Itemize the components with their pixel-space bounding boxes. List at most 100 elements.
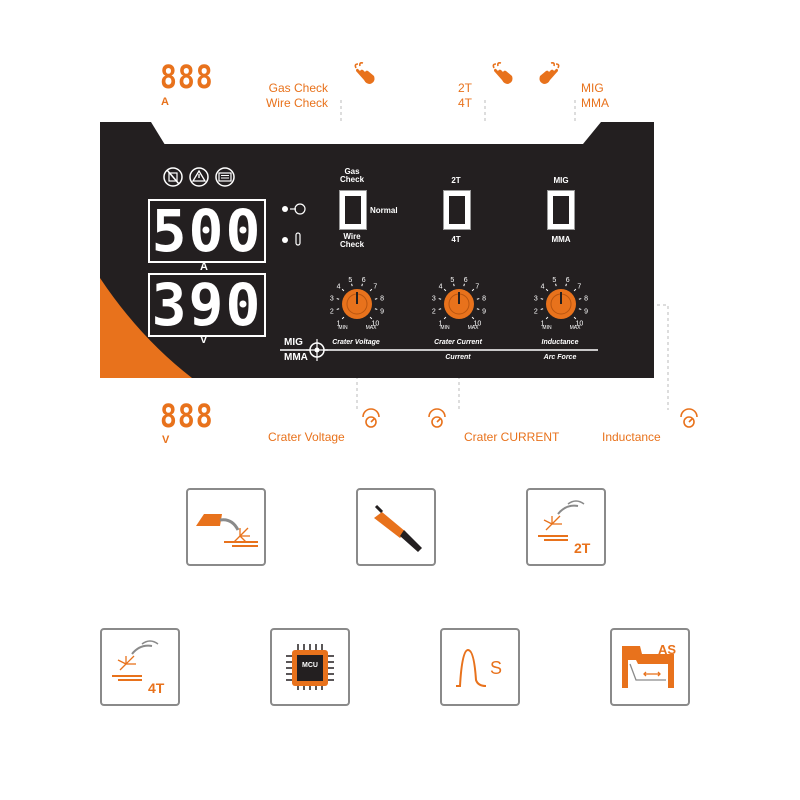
mig-callout: MIG (581, 81, 604, 95)
anti-stick-feature: AS (610, 628, 690, 706)
crater-voltage-callout: Crater Voltage (268, 430, 345, 444)
mig-torch-icon (538, 500, 585, 541)
mcu-chip-icon (286, 644, 334, 690)
knob-scale-tick: 5 (450, 277, 454, 284)
amp-display-value: 500 (151, 197, 263, 265)
mode-divider (280, 339, 598, 361)
knob-scale-tick: 2 (534, 309, 538, 316)
knob-scale-tick: 2 (330, 309, 334, 316)
knob-scale-tick: 8 (380, 295, 384, 302)
volt-display: 390 (148, 273, 266, 337)
hot-start-feature: S (440, 628, 520, 706)
mig-torch-icon (112, 640, 159, 681)
knob1-mig-label: Crater Voltage (332, 339, 380, 346)
hand-press-icon (492, 62, 513, 84)
svg-text:MAX: MAX (366, 325, 378, 331)
2t-callout: 2T (457, 81, 472, 95)
knob-scale-tick: 6 (464, 277, 468, 284)
svg-text:MIN: MIN (338, 325, 348, 331)
wire-check-callout: Wire Check (265, 96, 328, 110)
knob-scale-tick: 3 (432, 295, 436, 302)
warning-icons (163, 167, 235, 187)
knob-scale-tick: 6 (362, 277, 366, 284)
knob-turn-icon (362, 408, 380, 428)
2t-mode-feature: 2T (526, 488, 606, 566)
indicator-leds (282, 203, 306, 246)
electrode-holder-icon (374, 504, 422, 552)
volt-display-value: 390 (151, 271, 263, 339)
amp-display: 500 (148, 199, 266, 263)
panel-top-notch (151, 122, 601, 144)
volt-display-unit: V (200, 334, 208, 346)
knob-scale-tick: 10 (473, 320, 481, 327)
knob-scale-tick: 10 (371, 320, 379, 327)
knob-scale-tick: 1 (439, 320, 443, 327)
inductance-callout: Inductance (602, 430, 661, 444)
knob-scale-tick: 2 (432, 309, 436, 316)
knob-scale-tick: 9 (482, 309, 486, 316)
knob-scale-tick: 5 (348, 277, 352, 284)
4t-feature-label: 4T (148, 680, 165, 696)
knob-scale-tick: 9 (584, 309, 588, 316)
switch3-top-label: MIG (553, 176, 569, 185)
crater-current-callout: Crater CURRENT (464, 430, 560, 444)
knob2-mma-label: Current (445, 354, 471, 361)
hand-press-icon (354, 62, 375, 84)
mma-welding-feature (356, 488, 436, 566)
2t-feature-label: 2T (574, 540, 591, 556)
knob-scale-tick: 8 (482, 295, 486, 302)
knob-scale-tick: 3 (534, 295, 538, 302)
mig-torch-icon (196, 514, 258, 547)
gas-wire-check-switch[interactable] (339, 190, 367, 230)
knob3-mma-label: Arc Force (543, 354, 577, 361)
top-display-unit: A (161, 96, 169, 108)
hot-start-curve-icon (456, 648, 487, 687)
hand-press-icon (539, 62, 560, 84)
svg-text:MIN: MIN (440, 325, 450, 331)
knob2-mig-label: Crater Current (434, 339, 482, 346)
svg-text:MIN: MIN (542, 325, 552, 331)
mode-mma-label: MMA (284, 352, 308, 363)
mode-mig-label: MIG (284, 337, 303, 348)
mcu-feature: MCU (270, 628, 350, 706)
mig-welding-feature (186, 488, 266, 566)
anti-stick-icon (622, 646, 674, 688)
2t-4t-switch[interactable] (443, 190, 471, 230)
amp-display-unit: A (200, 261, 208, 273)
mcu-label: MCU (302, 662, 318, 669)
knob-scale-tick: 10 (575, 320, 583, 327)
mig-mma-switch[interactable] (547, 190, 575, 230)
switch1-top-label: Gas Check (340, 167, 365, 184)
knob-scale-tick: 4 (439, 284, 443, 291)
switch2-bottom-label: 4T (451, 235, 461, 244)
bottom-display-unit: V (162, 434, 170, 446)
knob-scale-tick: 1 (541, 320, 545, 327)
switch1-right-label: Normal (370, 206, 398, 215)
s-label: S (490, 658, 503, 678)
svg-text:MAX: MAX (468, 325, 480, 331)
knob-scale-tick: 7 (577, 284, 581, 291)
switch3-bottom-label: MMA (551, 235, 571, 244)
switch2-top-label: 2T (451, 176, 461, 185)
as-label: AS (658, 642, 677, 657)
knob-scale-tick: 1 (337, 320, 341, 327)
knob-scale-tick: 3 (330, 295, 334, 302)
knob-turn-icon (680, 408, 698, 428)
gas-check-callout: Gas Check (268, 81, 328, 95)
knob-scale-tick: 4 (337, 284, 341, 291)
switch1-bottom-label: Wire Check (340, 232, 365, 249)
knob-scale-tick: 6 (566, 277, 570, 284)
knob-scale-tick: 7 (373, 284, 377, 291)
knob-turn-icon (428, 408, 446, 428)
panel-orange-corner (100, 278, 192, 378)
mma-callout: MMA (581, 96, 609, 110)
4t-mode-feature: 4T (100, 628, 180, 706)
knob3-mig-label: Inductance (541, 339, 579, 346)
4t-callout: 4T (457, 96, 472, 110)
bottom-display-digits: 888 (160, 397, 214, 435)
knob-scale-tick: 9 (380, 309, 384, 316)
knob-scale-tick: 4 (541, 284, 545, 291)
